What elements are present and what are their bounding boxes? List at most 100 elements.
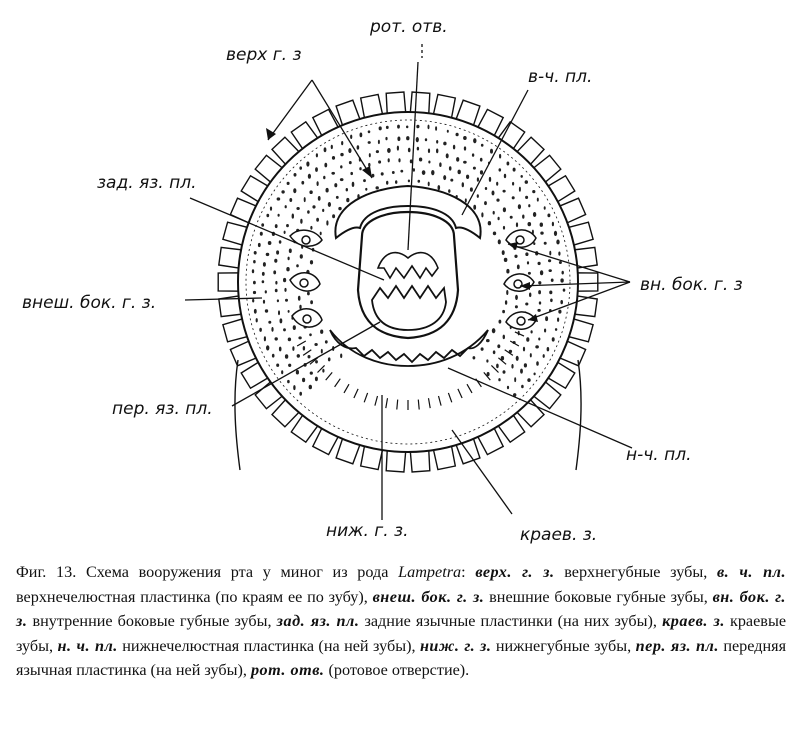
labial-tooth-dot <box>253 260 256 264</box>
labial-tooth-dot <box>266 345 270 351</box>
labial-tooth-dot <box>307 173 311 179</box>
labial-tooth-dot <box>492 210 495 215</box>
figure-caption: Фиг. 13. Схема вооружения рта у миног из… <box>16 560 786 683</box>
labial-tooth-dot <box>445 153 449 159</box>
labial-tooth-dot <box>274 288 278 293</box>
labial-tooth-dot <box>538 337 541 341</box>
labial-tooth-dot <box>252 298 255 303</box>
labial-tooth-dot <box>560 278 564 283</box>
labial-tooth-dot <box>312 205 316 209</box>
labial-tooth-dot <box>350 134 353 139</box>
labial-tooth-dot <box>514 377 517 383</box>
labial-tooth-dot <box>279 318 283 324</box>
body-outline-left <box>234 359 241 471</box>
marginal-tooth <box>217 272 241 292</box>
labial-tooth-dot <box>525 252 529 256</box>
labial-tooth-dot <box>375 150 379 154</box>
labial-tooth-dot <box>287 379 290 384</box>
labial-tooth-dot <box>504 300 508 305</box>
labial-tooth-dot <box>287 256 290 261</box>
labial-tooth-dot <box>265 252 270 257</box>
labial-tooth-dot <box>315 360 318 364</box>
labial-tooth-dot <box>548 269 552 272</box>
labial-tooth-dot <box>514 305 518 309</box>
labial-tooth-dot <box>315 167 318 172</box>
labial-tooth-dot <box>538 301 542 305</box>
labial-tooth-dot <box>487 221 492 226</box>
labial-tooth-dot <box>471 153 475 157</box>
labial-tooth-dot <box>536 361 539 366</box>
labial-tooth-dot <box>323 175 326 180</box>
labial-tooth-dot <box>395 180 398 184</box>
labial-tooth-dot <box>529 292 532 298</box>
labial-tooth-dot <box>512 167 516 172</box>
labial-tooth-dot <box>491 328 496 334</box>
labial-tooth-dot <box>537 308 541 312</box>
labial-tooth-dot <box>391 171 395 174</box>
labial-tooth-dot <box>530 330 533 334</box>
labial-tooth-dot <box>492 350 496 355</box>
labial-tooth-dot <box>515 355 519 361</box>
labial-tooth-dot <box>558 309 562 314</box>
labial-tooth-dot <box>428 160 431 164</box>
labial-tooth-dot <box>283 328 286 332</box>
labial-tooth-dot <box>526 337 530 342</box>
labial-tooth-dot <box>498 319 502 324</box>
labial-tooth-dot <box>427 181 430 187</box>
labial-tooth-dot <box>281 370 284 375</box>
posterior-lingual-laminae <box>376 251 439 280</box>
labial-tooth-dot <box>251 269 255 274</box>
labial-tooth-dot <box>278 310 280 316</box>
labial-tooth-dot <box>464 198 467 203</box>
caption-fig-number: Фиг. 13. <box>16 563 77 581</box>
labial-tooth-dot <box>506 161 510 166</box>
labial-tooth-dot <box>532 190 536 194</box>
labial-tooth-dot <box>525 302 529 306</box>
labial-tooth-dot <box>486 359 489 363</box>
caption-key-1: верх. г. з. <box>475 563 555 581</box>
labial-tooth-dot <box>431 170 435 176</box>
labial-tooth-dot <box>539 222 543 227</box>
labial-tooth-dot <box>316 217 319 222</box>
labial-tooth-dot <box>544 328 547 333</box>
labial-tooth-dot <box>536 197 539 202</box>
labial-tooth-dot <box>300 218 303 224</box>
labial-tooth-dot <box>286 267 290 272</box>
labial-tooth-dot <box>380 172 384 176</box>
labial-tooth-dot <box>436 148 439 154</box>
labial-tooth-dot <box>553 230 558 236</box>
labial-tooth-dot <box>522 346 526 352</box>
labial-tooth-dot <box>443 175 447 181</box>
labial-tooth-dot <box>515 294 518 300</box>
labial-tooth-dot <box>506 268 510 274</box>
labial-tooth-dot <box>377 139 380 145</box>
labial-tooth-dot <box>296 264 299 268</box>
labial-tooth-dot <box>537 261 541 266</box>
label-verh-gz: верх г. з <box>226 45 302 65</box>
labial-tooth-dot <box>276 299 279 303</box>
labial-tooth-dot <box>397 136 401 142</box>
lamprey-mouth-diagram: рот. отв. верх г. з в-ч. пл. зад. яз. пл… <box>22 17 743 545</box>
labial-tooth-dot <box>341 141 344 146</box>
labial-tooth-dot <box>472 356 476 360</box>
labial-tooth-dot <box>472 166 476 170</box>
labial-tooth-dot <box>496 198 500 202</box>
labial-tooth-dot <box>476 177 479 182</box>
labial-tooth-dot <box>550 278 554 282</box>
labial-tooth-dot <box>538 281 542 285</box>
labial-tooth-dot <box>284 287 287 292</box>
labial-tooth-dot <box>484 187 488 190</box>
labial-tooth-dot <box>407 147 411 153</box>
label-rot-otv: рот. отв. <box>369 17 448 37</box>
labial-tooth-dot <box>375 186 379 190</box>
labial-tooth-dot <box>314 376 318 382</box>
labial-tooth-dot <box>548 259 552 263</box>
caption-text-1: верхнегубные зубы, <box>554 563 717 581</box>
labial-tooth-dot <box>276 197 281 201</box>
labial-tooth-dot <box>309 190 313 194</box>
labial-tooth-dot <box>547 213 551 218</box>
oral-disc-inner-ring <box>245 119 571 445</box>
labial-tooth-dot <box>543 206 546 210</box>
labial-tooth-dot <box>327 357 331 362</box>
labial-tooth-dot <box>368 162 371 167</box>
